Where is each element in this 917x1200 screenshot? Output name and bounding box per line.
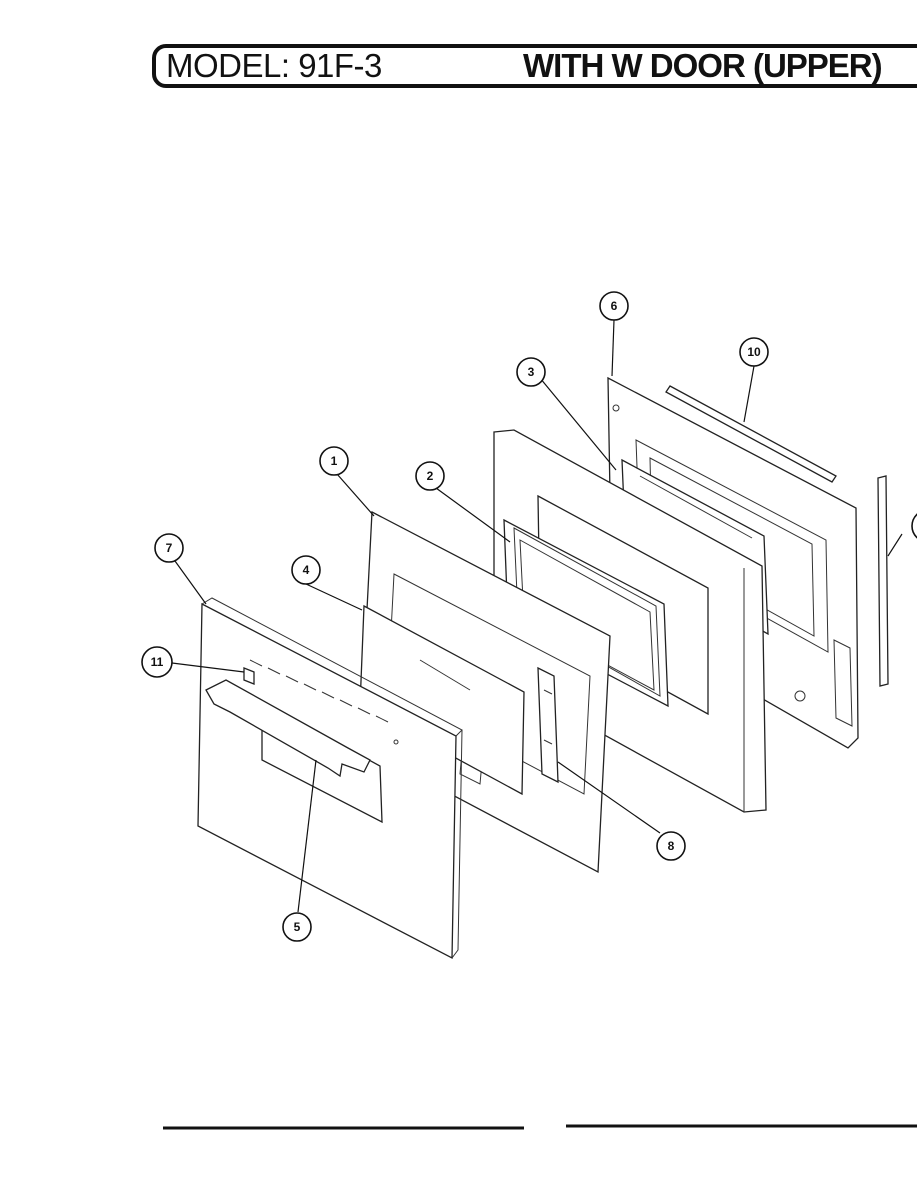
callout-4: 4	[291, 555, 321, 585]
part-7-outer-door	[197, 597, 463, 960]
header-frame	[152, 44, 917, 88]
svg-text:1: 1	[331, 454, 338, 468]
callout-8: 8	[656, 831, 686, 861]
svg-text:3: 3	[528, 365, 535, 379]
callout-10: 10	[739, 337, 769, 367]
model-title: MODEL: 91F-3	[166, 47, 382, 84]
callout-7: 7	[154, 533, 184, 563]
callout-clipped-right	[911, 513, 917, 539]
svg-text:10: 10	[747, 345, 761, 359]
svg-text:2: 2	[427, 469, 434, 483]
section-title: WITH W DOOR (UPPER)	[523, 47, 883, 84]
part-11-latch	[243, 667, 255, 685]
part-8-hinge-bracket	[537, 666, 559, 784]
part-10-top-trim	[665, 385, 837, 483]
svg-text:4: 4	[303, 563, 310, 577]
svg-text:7: 7	[166, 541, 173, 555]
side-trim-strip	[877, 475, 889, 687]
callout-11: 11	[141, 646, 173, 678]
svg-text:5: 5	[294, 920, 301, 934]
callout-5: 5	[282, 912, 312, 942]
callout-2: 2	[415, 461, 445, 491]
svg-text:11: 11	[151, 655, 164, 669]
callout-6: 6	[599, 291, 629, 321]
svg-text:8: 8	[668, 839, 675, 853]
callout-1: 1	[319, 446, 349, 476]
part-4-glass-panel	[359, 604, 525, 796]
leader-lines	[171, 319, 903, 913]
svg-text:6: 6	[611, 299, 618, 313]
callout-3: 3	[516, 357, 546, 387]
